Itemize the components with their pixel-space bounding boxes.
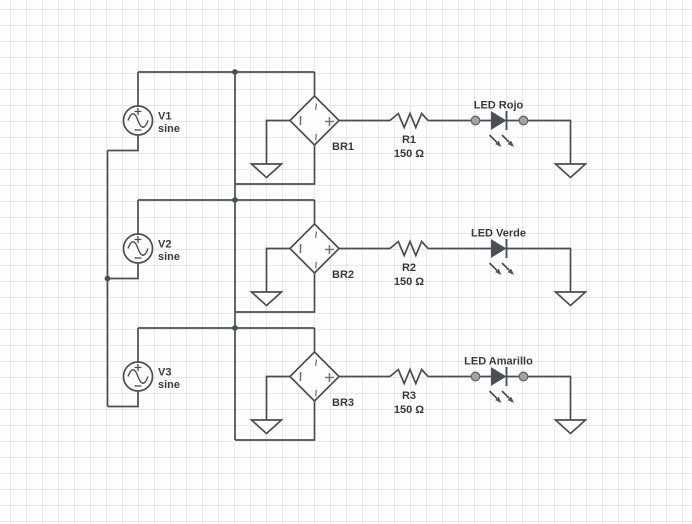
resistor-value: 150 Ω <box>394 276 424 288</box>
ground-symbol[interactable] <box>553 419 588 435</box>
wire[interactable] <box>265 119 291 165</box>
wire[interactable] <box>506 119 572 165</box>
led-triangle-icon <box>491 367 507 386</box>
led-led-amarillo[interactable]: LED Amarillo <box>464 356 533 404</box>
wire[interactable] <box>265 375 291 421</box>
sine-wave-icon <box>127 369 149 384</box>
resistor-name: R3 <box>402 390 416 402</box>
led-emission-arrows-icon <box>488 134 514 147</box>
led-terminal-dot[interactable] <box>518 115 529 126</box>
ground-symbol[interactable] <box>249 163 284 179</box>
bridge-rectifier-br3[interactable]: ~ ~ BR3 <box>288 350 354 409</box>
resistor-value: 150 Ω <box>394 148 424 160</box>
bridge-rectifier-br2[interactable]: ~ ~ BR2 <box>288 222 354 281</box>
bridge-ac-top-icon: ~ <box>309 359 323 366</box>
arrow-shaft <box>488 134 498 143</box>
bridge-ac-bottom-icon: ~ <box>309 261 323 268</box>
voltage-source-type: sine <box>158 123 180 135</box>
led-terminal-dot[interactable] <box>470 371 481 382</box>
plus-terminal-icon <box>134 236 142 243</box>
ground-symbol[interactable] <box>553 163 588 179</box>
bridge-plus-icon <box>325 245 334 254</box>
led-triangle-icon <box>491 111 507 130</box>
bridge-label: BR1 <box>332 141 354 153</box>
wire[interactable] <box>506 375 572 421</box>
plus-terminal-icon <box>134 108 142 115</box>
arrow-shaft <box>501 262 510 271</box>
bridge-plus-icon <box>325 117 334 126</box>
arrow-head <box>495 396 502 403</box>
junction-dot <box>232 197 238 203</box>
bridge-rectifier-br1[interactable]: ~ ~ BR1 <box>288 94 354 153</box>
arrow-head <box>495 140 502 147</box>
ground-symbol[interactable] <box>249 291 284 307</box>
bridge-label: BR3 <box>332 397 354 409</box>
voltage-source-type: sine <box>158 379 180 391</box>
ground-symbol[interactable] <box>553 291 588 307</box>
bridge-diamond <box>288 350 341 403</box>
resistor-zigzag <box>389 239 429 258</box>
resistor-zigzag <box>389 111 429 130</box>
wire[interactable] <box>506 247 572 293</box>
wire[interactable] <box>107 135 139 152</box>
bridge-diamond <box>288 94 341 147</box>
bridge-ac-top-icon: ~ <box>309 103 323 110</box>
bridge-plus-icon <box>325 373 334 382</box>
voltage-source-name: V3 <box>158 367 171 379</box>
arrow-shaft <box>501 390 510 399</box>
plus-terminal-icon <box>134 364 142 371</box>
led-led-verde[interactable]: LED Verde <box>471 228 526 276</box>
resistor-r1[interactable]: R1 150 Ω <box>389 111 429 161</box>
wire[interactable] <box>235 273 316 313</box>
bridge-ac-bottom-icon: ~ <box>309 389 323 396</box>
wire[interactable] <box>107 391 139 408</box>
led-emission-arrows-icon <box>488 262 514 275</box>
sine-wave-icon <box>127 113 149 128</box>
arrow-head <box>507 268 514 275</box>
resistor-name: R1 <box>402 134 416 146</box>
junction-dot <box>232 69 238 75</box>
arrow-shaft <box>501 134 510 143</box>
led-led-rojo[interactable]: LED Rojo <box>470 100 529 148</box>
led-label: LED Rojo <box>474 100 524 112</box>
wire[interactable] <box>265 247 291 293</box>
arrow-head <box>507 396 514 403</box>
junction-dot <box>232 325 238 331</box>
arrow-head <box>507 140 514 147</box>
ground-symbol[interactable] <box>249 419 284 435</box>
sine-wave-icon <box>127 241 149 256</box>
led-terminal-dot[interactable] <box>470 115 481 126</box>
resistor-name: R2 <box>402 262 416 274</box>
led-label: LED Amarillo <box>464 356 533 368</box>
wire[interactable] <box>235 401 316 441</box>
wire[interactable] <box>235 145 316 185</box>
voltage-source-name: V2 <box>158 239 171 251</box>
bridge-ac-bottom-icon: ~ <box>309 133 323 140</box>
bridge-diamond <box>288 222 341 275</box>
arrow-shaft <box>488 262 498 271</box>
led-terminal-dot[interactable] <box>518 371 529 382</box>
arrow-head <box>495 268 502 275</box>
resistor-r2[interactable]: R2 150 Ω <box>389 239 429 289</box>
bridge-ac-top-icon: ~ <box>309 231 323 238</box>
led-triangle-icon <box>491 239 507 258</box>
voltage-source-type: sine <box>158 251 180 263</box>
arrow-shaft <box>488 390 498 399</box>
bridge-label: BR2 <box>332 269 354 281</box>
resistor-value: 150 Ω <box>394 404 424 416</box>
wire[interactable] <box>107 263 139 280</box>
led-emission-arrows-icon <box>488 390 514 403</box>
led-label: LED Verde <box>471 228 526 240</box>
voltage-source-name: V1 <box>158 111 171 123</box>
resistor-zigzag <box>389 367 429 386</box>
resistor-r3[interactable]: R3 150 Ω <box>389 367 429 417</box>
